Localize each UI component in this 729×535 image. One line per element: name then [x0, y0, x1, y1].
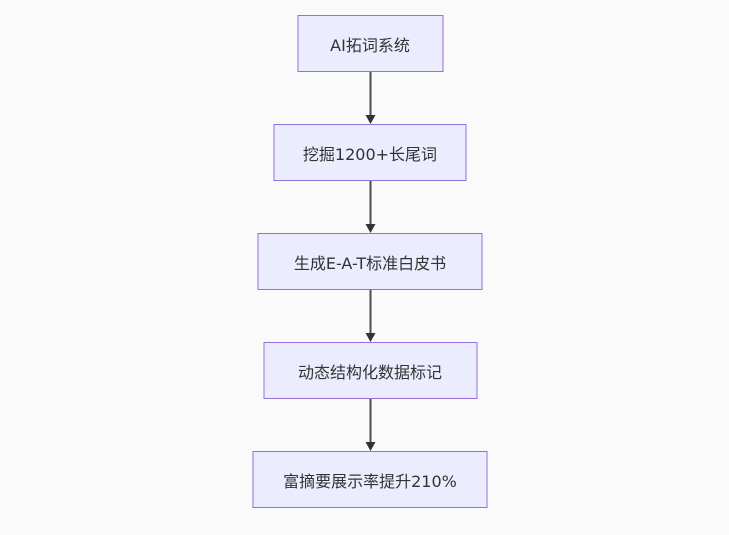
flow-node-ai-keyword-system: AI拓词系统 [297, 15, 443, 72]
flow-node-eat-whitepaper: 生成E-A-T标准白皮书 [257, 233, 483, 290]
flow-node-label: 生成E-A-T标准白皮书 [293, 253, 447, 273]
flow-node-label: AI拓词系统 [330, 35, 410, 55]
arrowhead-icon [365, 224, 375, 233]
flow-node-label: 富摘要展示率提升210% [283, 471, 457, 491]
flow-node-longtail-mining: 挖掘1200+长尾词 [273, 124, 467, 181]
arrow-down-4 [365, 399, 375, 451]
flow-node-label: 动态结构化数据标记 [297, 362, 442, 382]
arrowhead-icon [365, 442, 375, 451]
flowchart: AI拓词系统 挖掘1200+长尾词 生成E-A-T标准白皮书 动态结构化数据标记… [252, 15, 488, 508]
arrow-shaft [369, 181, 371, 224]
arrow-shaft [369, 290, 371, 333]
flow-node-rich-snippet-rate: 富摘要展示率提升210% [252, 451, 488, 508]
flow-node-label: 挖掘1200+长尾词 [302, 144, 438, 164]
flow-node-structured-data-markup: 动态结构化数据标记 [263, 342, 477, 399]
arrow-down-2 [365, 181, 375, 233]
arrow-down-3 [365, 290, 375, 342]
arrow-shaft [369, 72, 371, 115]
arrow-shaft [369, 399, 371, 442]
arrowhead-icon [365, 333, 375, 342]
arrowhead-icon [365, 115, 375, 124]
arrow-down-1 [365, 72, 375, 124]
